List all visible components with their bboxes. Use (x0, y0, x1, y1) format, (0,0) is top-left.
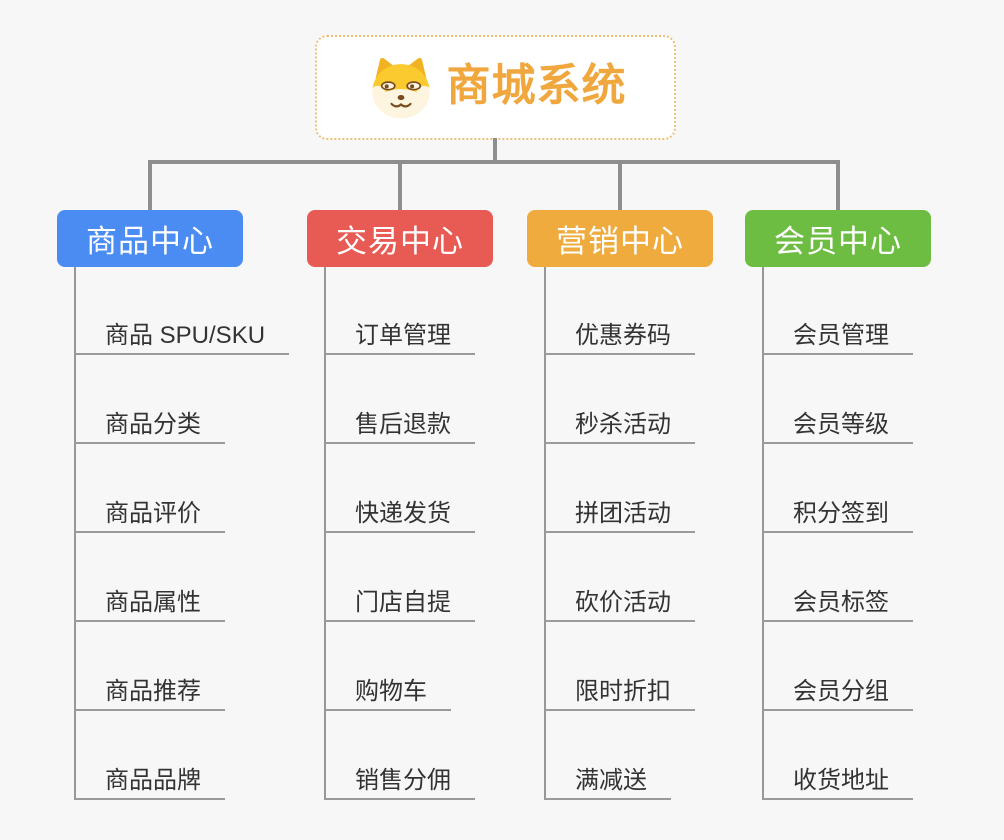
branch-trunk-member-center (762, 267, 764, 800)
child-node-marketing-center-3[interactable]: 砍价活动 (544, 588, 695, 622)
root-node[interactable]: 商城系统 (315, 35, 676, 140)
branch-header-marketing-center[interactable]: 营销中心 (527, 210, 713, 267)
child-node-product-center-1[interactable]: 商品分类 (74, 410, 225, 444)
branch-header-trade-center[interactable]: 交易中心 (307, 210, 493, 267)
shiba-dog-icon (365, 55, 437, 121)
child-node-member-center-3[interactable]: 会员标签 (762, 588, 913, 622)
connector-drop-product-center (148, 160, 152, 212)
connector-drop-trade-center (398, 160, 402, 212)
branch-header-member-center[interactable]: 会员中心 (745, 210, 931, 267)
child-node-member-center-4[interactable]: 会员分组 (762, 677, 913, 711)
child-node-marketing-center-4[interactable]: 限时折扣 (544, 677, 695, 711)
connector-root-stem (493, 138, 497, 162)
child-node-member-center-0[interactable]: 会员管理 (762, 321, 913, 355)
child-node-member-center-2[interactable]: 积分签到 (762, 499, 913, 533)
child-node-trade-center-2[interactable]: 快递发货 (324, 499, 475, 533)
child-node-marketing-center-1[interactable]: 秒杀活动 (544, 410, 695, 444)
child-node-trade-center-5[interactable]: 销售分佣 (324, 766, 475, 800)
connector-drop-member-center (836, 160, 840, 212)
child-node-product-center-3[interactable]: 商品属性 (74, 588, 225, 622)
child-node-member-center-1[interactable]: 会员等级 (762, 410, 913, 444)
branch-trunk-product-center (74, 267, 76, 800)
child-node-product-center-0[interactable]: 商品 SPU/SKU (74, 321, 290, 355)
connector-drop-marketing-center (618, 160, 622, 212)
branch-header-product-center[interactable]: 商品中心 (57, 210, 243, 267)
child-node-product-center-2[interactable]: 商品评价 (74, 499, 225, 533)
child-node-marketing-center-0[interactable]: 优惠券码 (544, 321, 695, 355)
child-node-marketing-center-2[interactable]: 拼团活动 (544, 499, 695, 533)
root-title: 商城系统 (446, 60, 627, 110)
child-node-trade-center-4[interactable]: 购物车 (324, 677, 451, 711)
child-node-product-center-4[interactable]: 商品推荐 (74, 677, 225, 711)
child-node-marketing-center-5[interactable]: 满减送 (544, 766, 671, 800)
child-node-trade-center-0[interactable]: 订单管理 (324, 321, 475, 355)
child-node-product-center-5[interactable]: 商品品牌 (74, 766, 225, 800)
branch-trunk-trade-center (324, 267, 326, 800)
connector-bus (148, 160, 840, 164)
child-node-trade-center-3[interactable]: 门店自提 (324, 588, 475, 622)
child-node-trade-center-1[interactable]: 售后退款 (324, 410, 475, 444)
branch-trunk-marketing-center (544, 267, 546, 800)
child-node-member-center-5[interactable]: 收货地址 (762, 766, 913, 800)
